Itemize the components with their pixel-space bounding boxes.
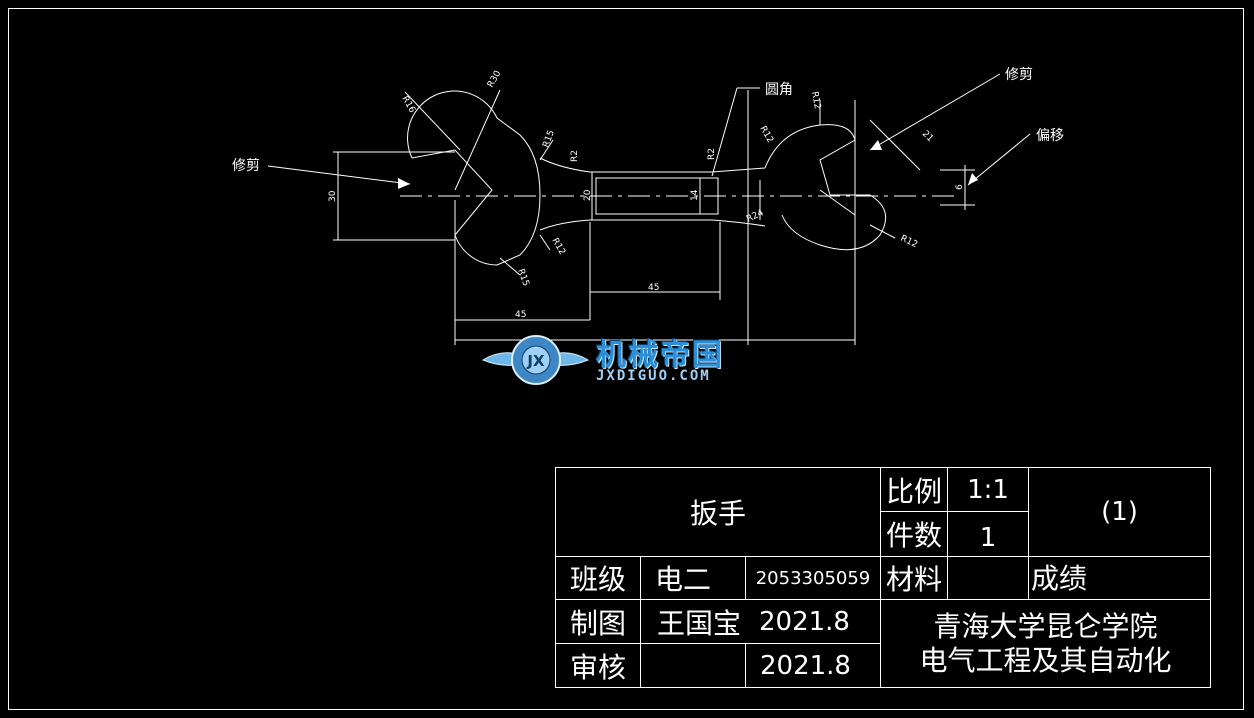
- grade-label: 成绩: [1028, 556, 1211, 600]
- leader-r16: [404, 91, 461, 151]
- leader-r12-right: [869, 224, 896, 239]
- callout-trim-left: 修剪: [232, 158, 260, 174]
- drawing-number: (1): [1028, 467, 1211, 557]
- leader-offset: [967, 133, 1031, 186]
- qty-label: 件数: [880, 511, 948, 557]
- dim-r16: R16: [399, 95, 417, 116]
- callout-trim-right: 修剪: [1005, 67, 1033, 83]
- leader-r15-bottom: [499, 257, 521, 276]
- handle-top-edge: [539, 157, 766, 173]
- scale-label: 比例: [880, 467, 948, 512]
- student-id: 2053305059: [745, 556, 881, 600]
- drawn-by: 王国宝: [640, 599, 746, 644]
- right-jaw-line: [819, 189, 856, 216]
- drawing-border: [8, 8, 1244, 710]
- dim-21: 21: [920, 129, 935, 144]
- leader-trim-right: [869, 73, 1001, 151]
- leader-r12-bottom: [539, 234, 551, 251]
- scale-value: 1:1: [947, 467, 1029, 512]
- gear-logo-icon: JX: [481, 335, 590, 385]
- leader-fillet-2: [711, 87, 738, 177]
- class-label: 班级: [555, 556, 641, 600]
- arrow-trim-left: [398, 178, 410, 189]
- material-value: [947, 556, 1029, 600]
- leader-trim-left: [267, 165, 411, 185]
- school-block: 青海大学昆仑学院 电气工程及其自动化: [880, 599, 1211, 688]
- leader-r30: [454, 89, 501, 191]
- class-value: 电二: [640, 556, 746, 600]
- leader-r15-top: [539, 139, 554, 161]
- material-label: 材料: [880, 556, 948, 600]
- left-head-outline: [407, 90, 541, 266]
- dim-20: 20: [583, 189, 593, 201]
- dim-r15-bottom: R15: [515, 268, 530, 288]
- dim-r12-left-bottom: R12: [549, 237, 567, 257]
- title-block: 扳手 比例 1:1 (1) 件数 1 班级 电二 2053305059 材料 成…: [555, 467, 1211, 688]
- dim-r15-top: R15: [541, 129, 556, 149]
- drawn-label: 制图: [555, 599, 641, 644]
- checked-by: [640, 643, 746, 688]
- dim-r2-left: R2: [570, 150, 580, 162]
- dim-30: 30: [328, 190, 338, 202]
- dim-21: [869, 119, 921, 171]
- dim-45-left: 45: [515, 310, 526, 320]
- arrow-trim-right: [870, 140, 882, 150]
- callout-fillet: 圆角: [765, 82, 793, 98]
- school-line-2: 电气工程及其自动化: [919, 643, 1172, 677]
- dim-r12-top-right: R12: [809, 91, 822, 110]
- part-name: 扳手: [555, 467, 881, 557]
- callout-offset: 偏移: [1036, 128, 1064, 144]
- arrow-offset: [968, 173, 978, 185]
- dim-6: 6: [955, 184, 965, 190]
- right-head-outline: [764, 124, 887, 251]
- dim-r2-right: R2: [707, 148, 717, 160]
- qty-value: 1: [947, 511, 1029, 557]
- handle-bottom-edge: [539, 219, 766, 231]
- dim-r12-bottom-right: R12: [899, 234, 919, 251]
- watermark-title: 机械帝国: [596, 338, 724, 373]
- dim-45-inner: 45: [648, 283, 659, 293]
- dim-r30: R30: [486, 69, 504, 90]
- watermark-url: JXDIGUO.COM: [596, 368, 711, 384]
- dim-14: 14: [690, 189, 700, 201]
- check-date: 2021.8: [745, 643, 881, 688]
- watermark: JX 机械帝国 JXDIGUO.COM: [478, 328, 778, 390]
- check-label: 审核: [555, 643, 641, 688]
- logo-letters: JX: [526, 352, 545, 370]
- dim-r12-arc: R12: [757, 125, 775, 145]
- school-line-1: 青海大学昆仑学院: [933, 609, 1158, 643]
- drawn-date: 2021.8: [745, 599, 881, 644]
